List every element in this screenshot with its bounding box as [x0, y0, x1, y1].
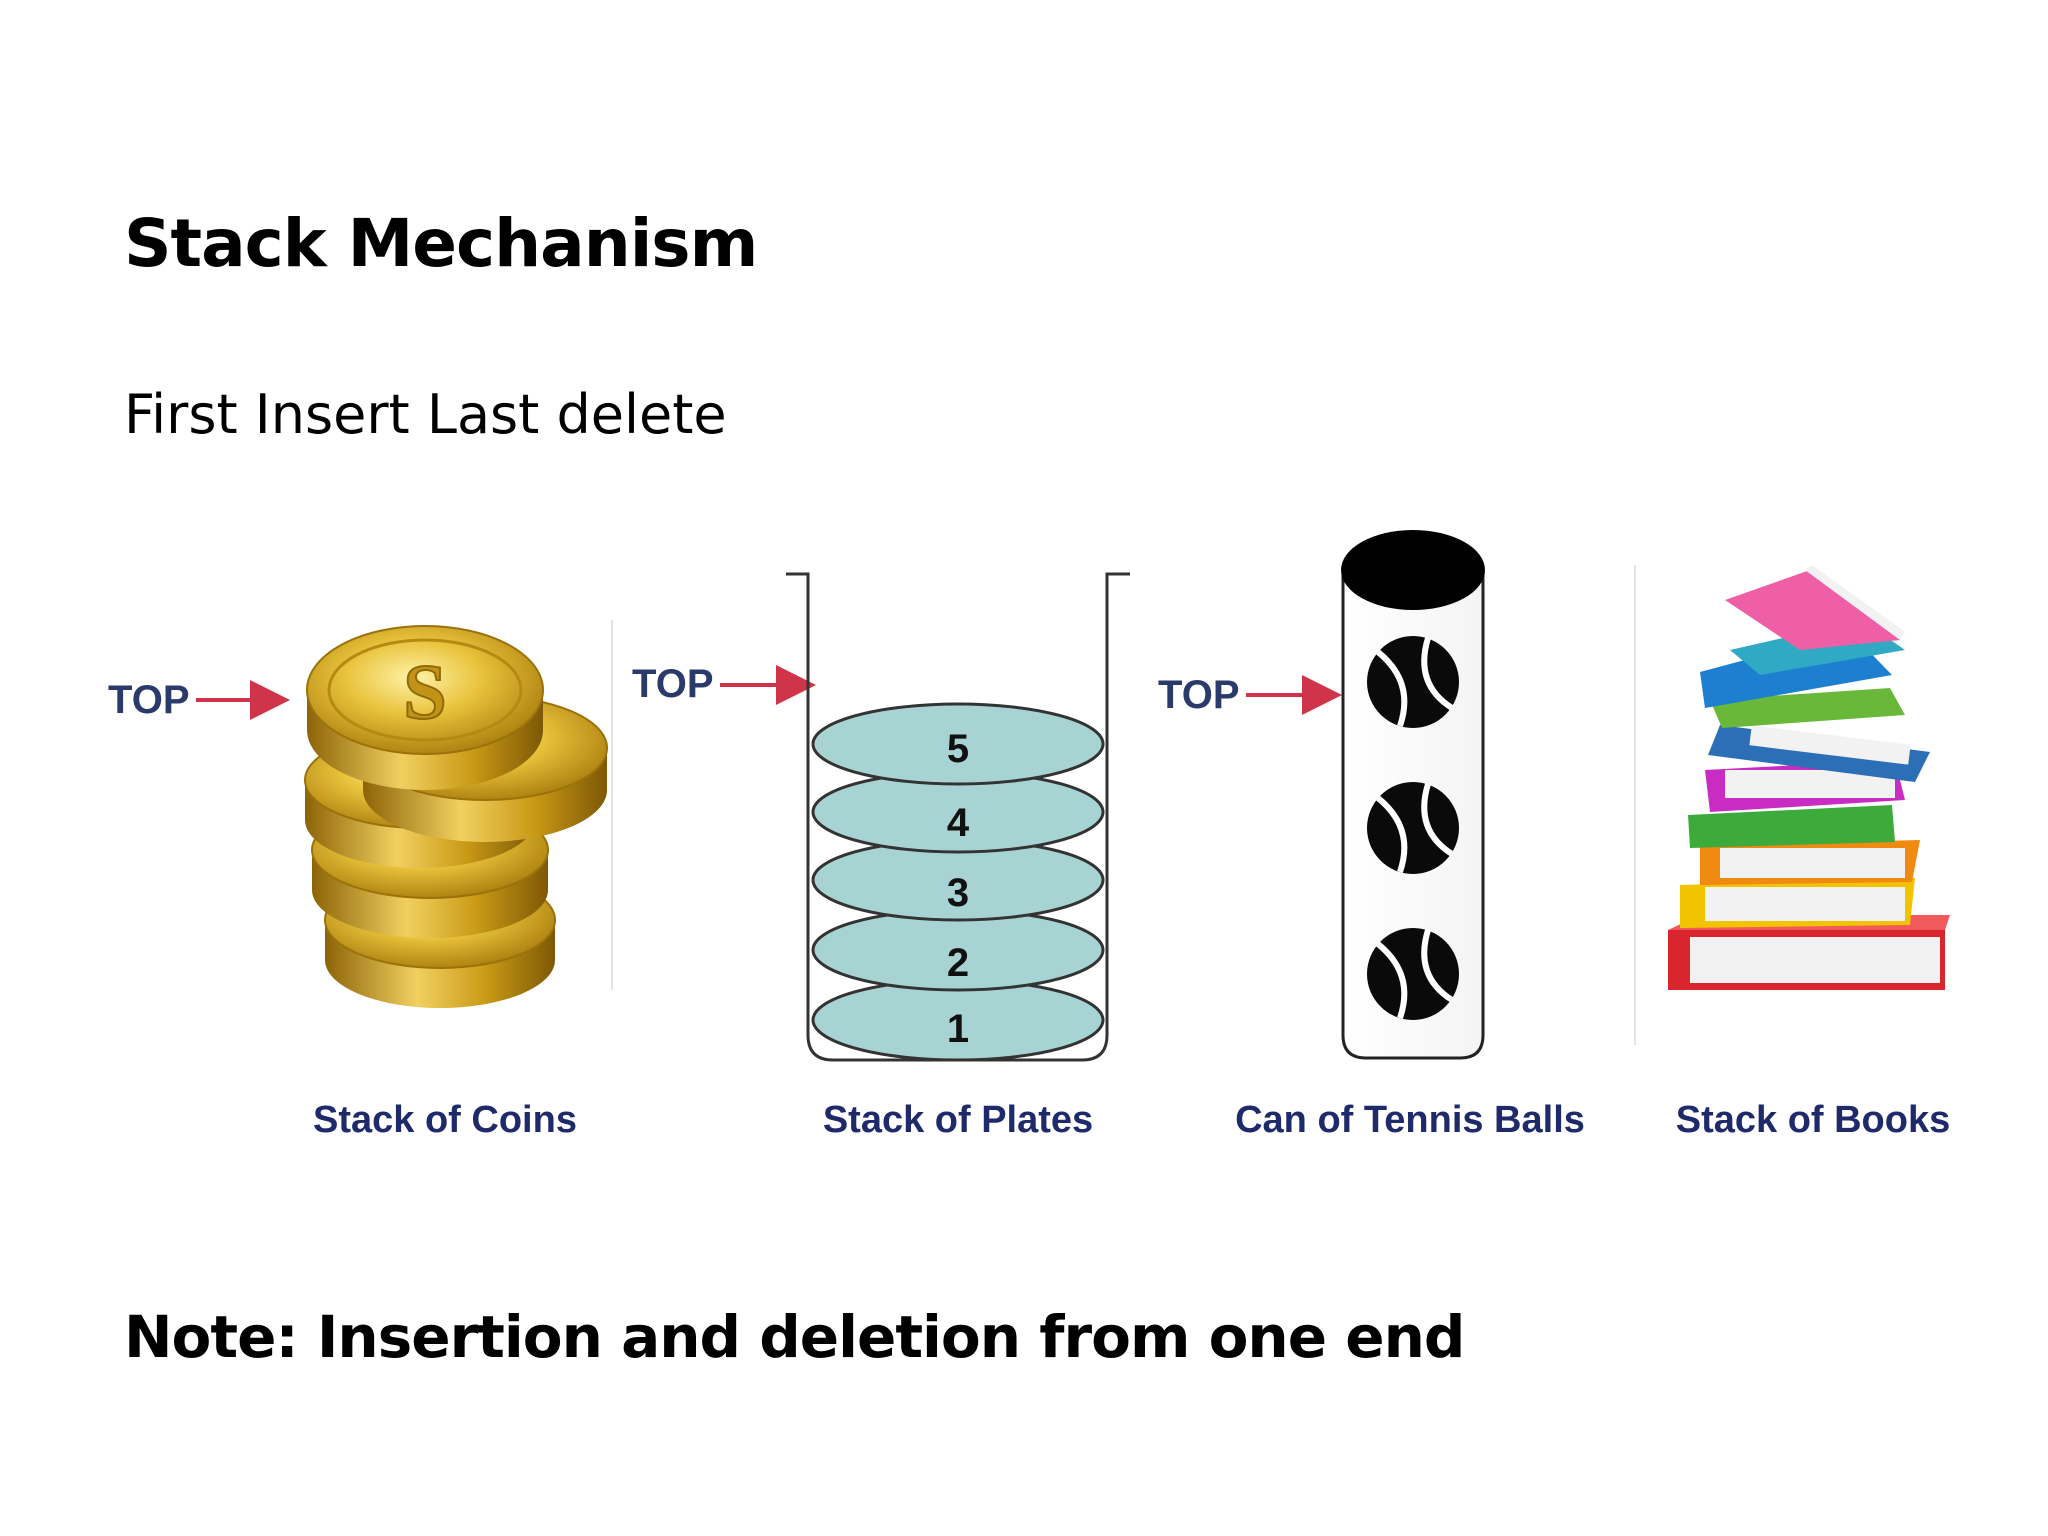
- coins-illustration: TOP S Stack of Co: [108, 620, 613, 1141]
- book-stack: [1668, 565, 1950, 990]
- tennis-ball: [1367, 928, 1459, 1020]
- caption-tennis: Can of Tennis Balls: [1235, 1099, 1585, 1141]
- top-label-plates: TOP: [632, 662, 714, 706]
- slide-note: Note: Insertion and deletion from one en…: [124, 1303, 1465, 1371]
- coin-stack: S: [304, 625, 608, 1008]
- plate-number: 1: [947, 1007, 969, 1051]
- tennis-ball: [1367, 782, 1459, 874]
- tennis-ball: [1367, 636, 1459, 728]
- top-label-tennis: TOP: [1158, 673, 1240, 717]
- plate-number: 5: [947, 727, 969, 771]
- plates-illustration: TOP 5 4 3 2 1 Stack of Plates: [632, 572, 1130, 1141]
- top-label-coins: TOP: [108, 678, 190, 722]
- plate-number: 3: [947, 871, 969, 915]
- tennis-can-illustration: TOP Can of Tennis Balls: [1158, 530, 1585, 1141]
- coin-symbol: S: [403, 648, 446, 735]
- caption-books: Stack of Books: [1676, 1099, 1951, 1141]
- slide-subtitle: First Insert Last delete: [124, 383, 727, 446]
- plate-5: [811, 702, 1105, 786]
- tennis-can-lid: [1341, 530, 1485, 610]
- books-illustration: Stack of Books: [1634, 565, 1951, 1141]
- caption-coins: Stack of Coins: [313, 1099, 577, 1141]
- plate-number: 4: [947, 801, 970, 845]
- slide-title: Stack Mechanism: [124, 205, 758, 282]
- plate-number: 2: [947, 941, 969, 985]
- caption-plates: Stack of Plates: [823, 1099, 1093, 1141]
- plate-stack: 5 4 3 2 1: [811, 702, 1105, 1062]
